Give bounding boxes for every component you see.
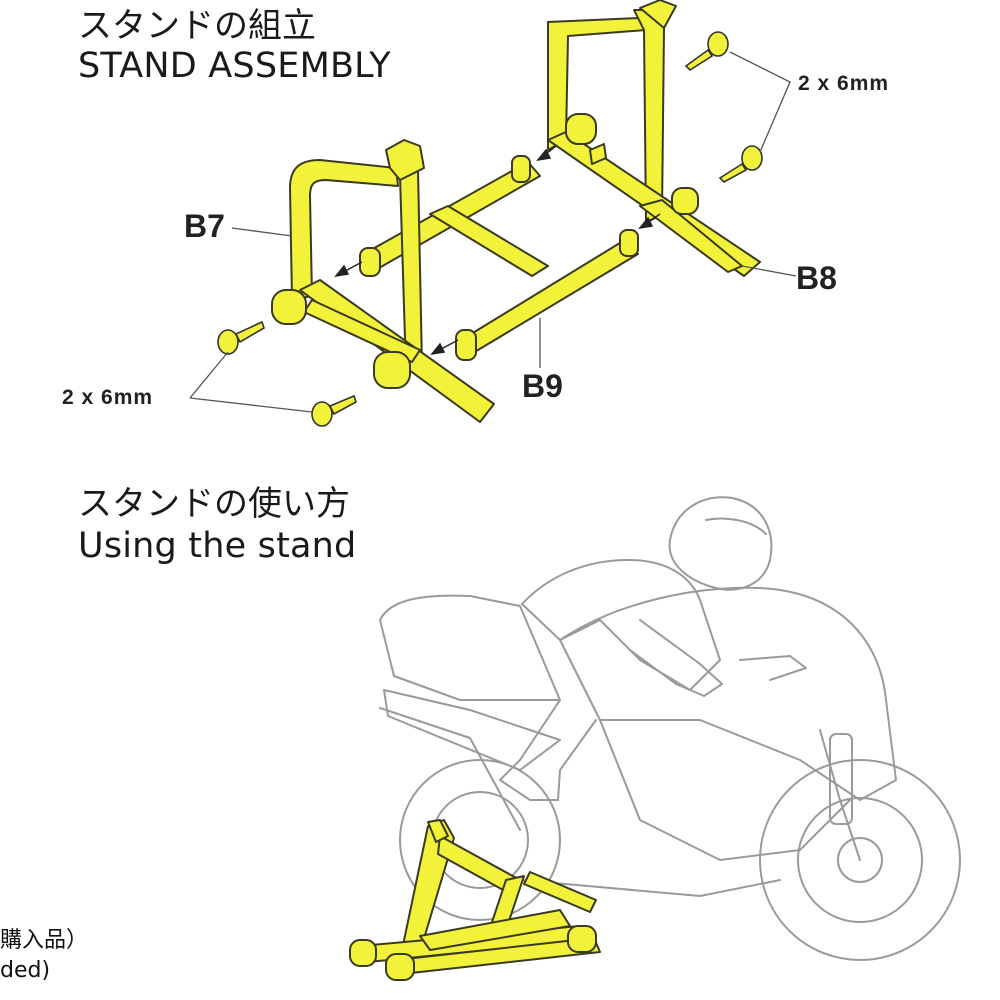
rider-torso — [521, 559, 721, 691]
assembly-title-ja: スタンドの組立 — [78, 6, 316, 46]
rider-helmet — [668, 496, 773, 591]
screw-size-label-lower: 2 x 6mm — [62, 386, 154, 409]
assembly-title-en: STAND ASSEMBLY — [78, 46, 391, 86]
screw-icon — [684, 31, 729, 72]
cut-off-note-en: ded) — [0, 958, 51, 983]
rear-wheel — [399, 759, 561, 921]
part-label-b7: B7 — [184, 208, 225, 244]
usage-title-ja: スタンドの使い方 — [78, 484, 350, 524]
stand-in-use — [349, 819, 601, 981]
screw-size-label-upper: 2 x 6mm — [798, 72, 890, 95]
leader-lines — [189, 51, 797, 413]
screw-icon — [311, 394, 357, 427]
part-label-b8: B8 — [796, 260, 837, 296]
motorcycle-with-rider — [379, 496, 961, 961]
screw-icon — [718, 145, 763, 183]
b8-stand-frame — [547, 0, 761, 277]
screw-hole-arrows — [334, 145, 661, 356]
cut-off-note-ja: 購入品） — [0, 928, 89, 953]
usage-title-en: Using the stand — [78, 526, 357, 566]
part-label-b9: B9 — [522, 368, 563, 404]
screw-icons — [217, 31, 763, 427]
front-wheel — [759, 759, 961, 961]
b7-stand-frame — [271, 139, 495, 423]
screw-icon — [217, 320, 265, 355]
